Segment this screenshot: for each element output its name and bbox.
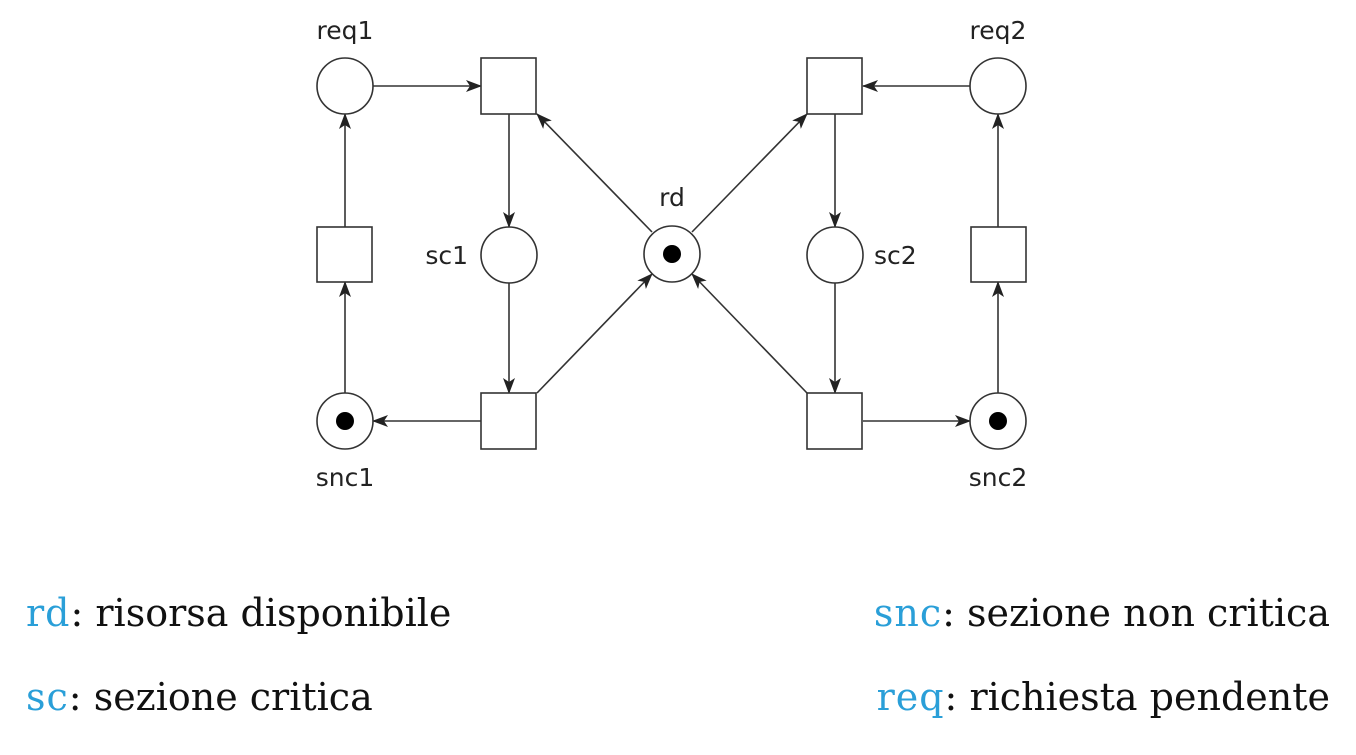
petri-net-diagram: req1 req2 sc1 sc2 rd snc1 snc2 [316,16,1028,492]
legend-req-text: richiesta pendente [969,675,1330,719]
transition-back1 [316,226,373,283]
arc-exit2-to-rd [691,273,808,394]
label-req2: req2 [970,16,1027,45]
legend-snc-text: sezione non critica [967,591,1330,635]
transition-exit1 [480,392,537,450]
legend-rd-abbr: rd [26,591,71,635]
place-sc1 [480,226,538,284]
token-rd [663,245,681,263]
transition-back2 [970,226,1027,283]
transition-enter2 [806,57,863,115]
transition-enter1 [480,57,537,115]
legend-sc-abbr: sc [26,675,69,719]
transitions-group [316,57,1027,450]
place-req1 [316,57,374,115]
legend-req-abbr: req [876,675,945,719]
token-snc2 [989,412,1007,430]
legend-snc: snc: sezione non critica [873,591,1330,635]
arcs-group [339,80,1004,427]
legend-rd: rd: risorsa disponibile [26,591,452,635]
label-sc1: sc1 [425,241,468,270]
places-group [316,57,1027,450]
arc-exit1-to-rd [536,273,653,394]
place-req2 [969,57,1027,115]
label-req1: req1 [317,16,374,45]
labels-group: req1 req2 sc1 sc2 rd snc1 snc2 [316,16,1028,492]
transition-exit2 [806,392,863,450]
arc-rd-to-enter2 [691,113,808,233]
label-sc2: sc2 [874,241,917,270]
label-snc2: snc2 [969,463,1028,492]
place-sc2 [806,226,864,284]
label-rd: rd [659,183,685,212]
legend-sc-text: sezione critica [93,675,373,719]
arc-rd-to-enter1 [536,113,653,233]
legend-sc: sc: sezione critica [26,675,373,719]
legend-snc-abbr: snc [873,591,943,635]
legend-rd-text: risorsa disponibile [95,591,452,635]
label-snc1: snc1 [316,463,375,492]
token-snc1 [336,412,354,430]
legend-req: req: richiesta pendente [876,675,1330,719]
